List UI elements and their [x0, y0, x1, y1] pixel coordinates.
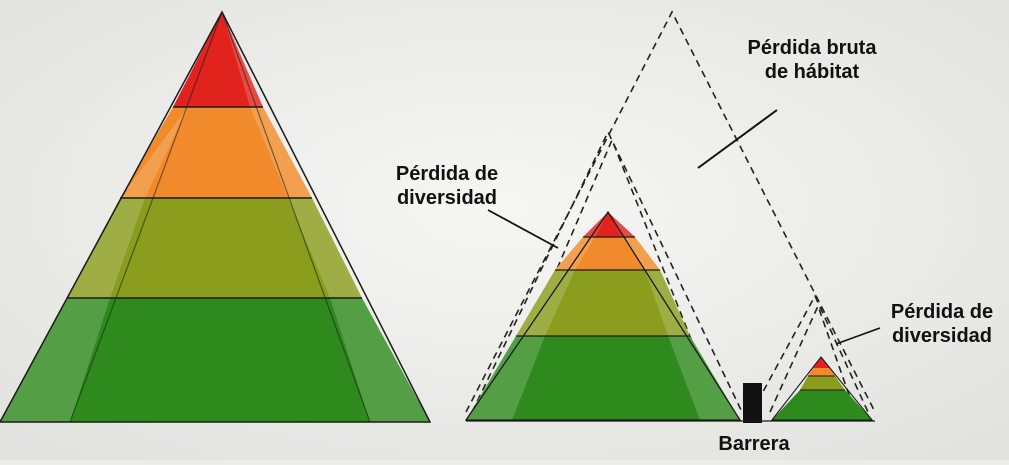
- diversity-loss-left-line1: Pérdida de: [395, 163, 499, 185]
- barrier-label: Barrera: [718, 433, 790, 455]
- intact-habitat-pyramid: [0, 10, 432, 423]
- pointer-diversity-left: [487, 209, 559, 249]
- pointer-gross-loss: [697, 109, 778, 169]
- pointer-diversity-right: [835, 327, 881, 345]
- diversity-loss-right-line2: diversidad: [891, 325, 993, 347]
- small-original-dashed-inner: [769, 303, 856, 413]
- small-tier-orange: [808, 368, 835, 376]
- fragment-tier-bottom: [466, 336, 740, 420]
- pyramid-tier-bottom: [0, 298, 430, 422]
- fragment-tier-top: [583, 212, 635, 237]
- pyramid-inner-line-left: [69, 11, 223, 423]
- medium-fragment-pyramid: [464, 210, 742, 421]
- fragment-tier-olive: [516, 270, 690, 336]
- barrier-block: [743, 383, 762, 423]
- gross-outline-dashed: [465, 10, 876, 413]
- small-tier-top: [813, 357, 830, 368]
- pyramid-inner-line-right: [221, 11, 371, 423]
- diversity-loss-right-label: Pérdida de diversidad: [878, 300, 1006, 348]
- gross-loss-line2: de hábitat: [764, 61, 860, 83]
- fragment-outline: [464, 210, 742, 421]
- diversity-loss-right-line1: Pérdida de: [890, 301, 994, 323]
- small-tier-bottom: [772, 390, 872, 420]
- pyramid-tier-olive: [67, 198, 362, 298]
- small-tier-olive: [800, 376, 845, 390]
- pyramid-outline: [0, 10, 432, 423]
- small-outline: [770, 356, 874, 421]
- diversity-loss-left-line2: diversidad: [396, 187, 498, 209]
- small-fragment-pyramid: [770, 356, 874, 421]
- small-original-dashed: [751, 294, 869, 413]
- diversity-loss-left-label: Pérdida de diversidad: [382, 162, 512, 210]
- medium-original-dashed: [471, 130, 743, 413]
- fragment-tier-orange: [555, 237, 660, 270]
- gross-habitat-loss-label: Pérdida bruta de hábitat: [742, 36, 882, 84]
- gross-loss-line1: Pérdida bruta: [747, 37, 877, 59]
